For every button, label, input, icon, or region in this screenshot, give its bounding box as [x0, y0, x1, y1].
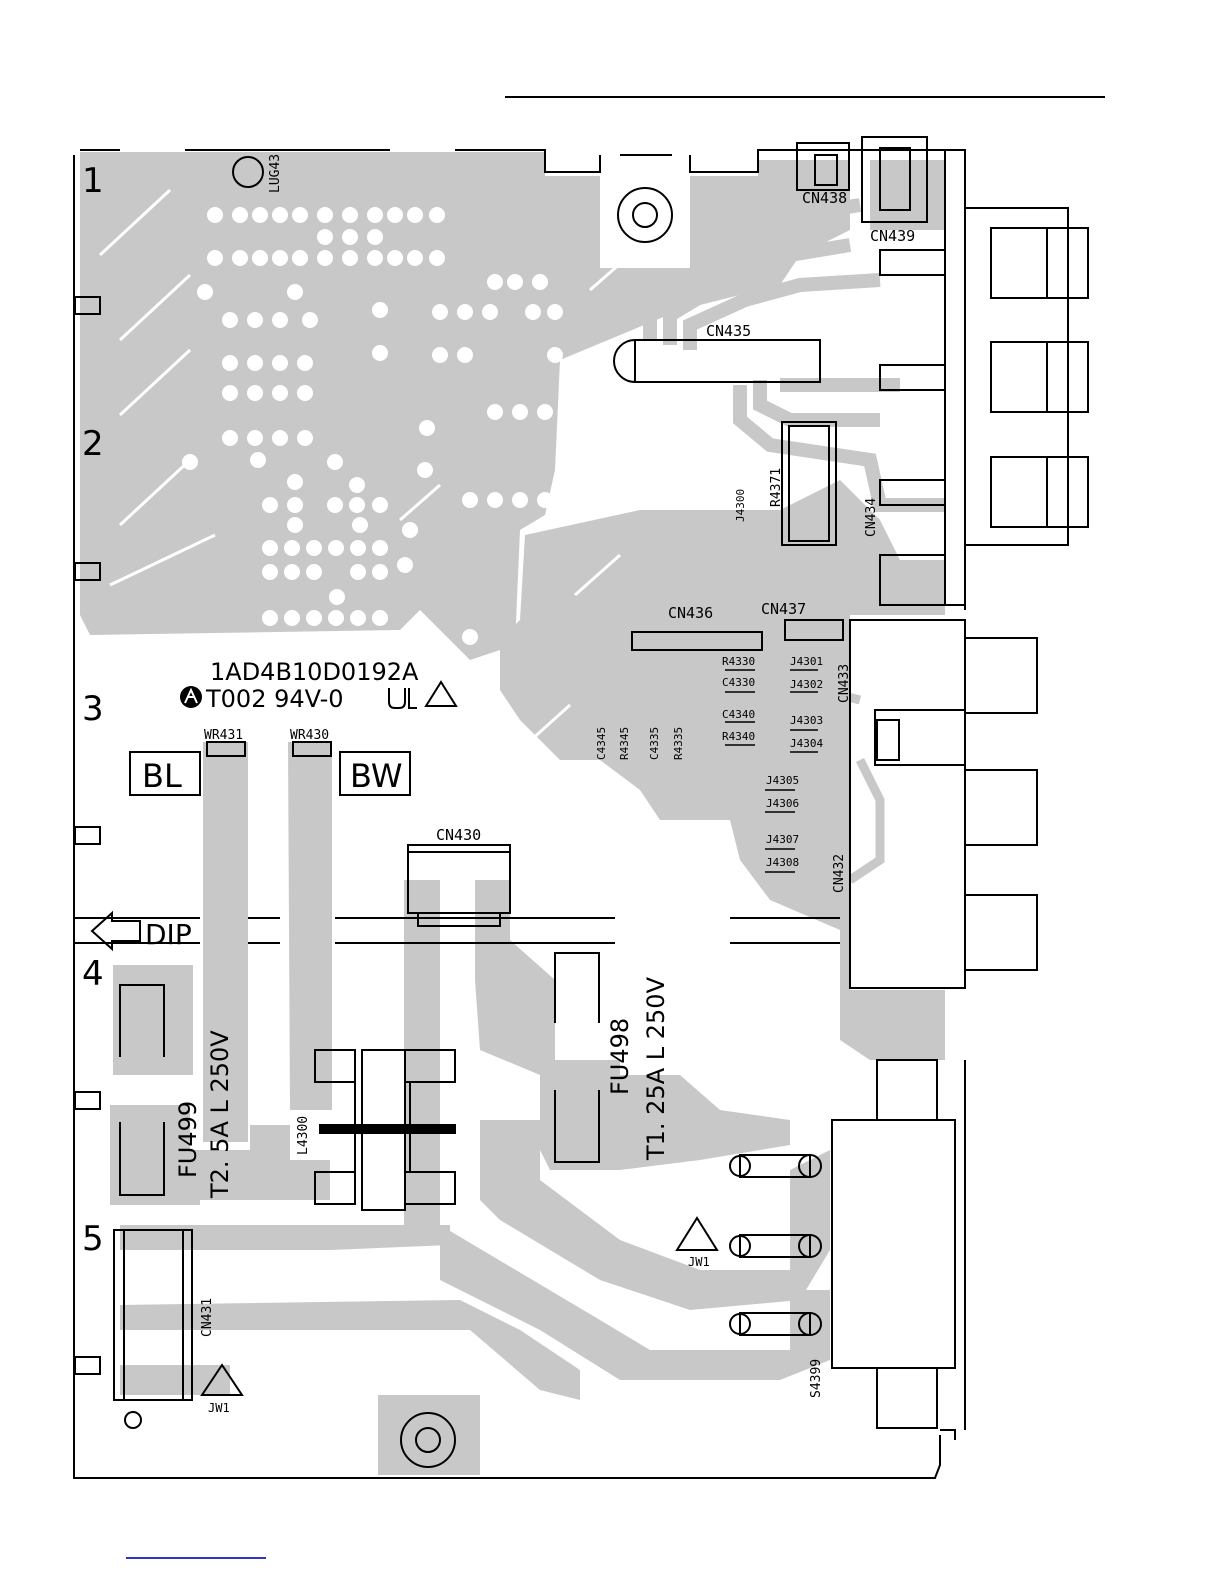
ref-r4335: R4335	[672, 727, 685, 760]
copper-cn439-region	[870, 160, 945, 230]
ref-j4306: J4306	[766, 797, 799, 810]
ref-r4345: R4345	[618, 727, 631, 760]
ref-l4300: L4300	[296, 1116, 311, 1155]
grid-row-4: 4	[82, 954, 104, 994]
copper-bottom-mount-pour	[378, 1395, 480, 1475]
ref-jw1-top: JW1	[688, 1255, 710, 1269]
copper-right-vertical-pour	[840, 990, 945, 1060]
recycle-logo-icon	[180, 686, 202, 708]
rating-line: T002 94V-0	[205, 685, 344, 713]
ref-c4340: C4340	[722, 708, 755, 721]
ref-j4300: J4300	[734, 489, 747, 522]
dip-label: DIP	[145, 918, 192, 951]
ref-j4304: J4304	[790, 737, 823, 750]
ref-c4345: C4345	[595, 727, 608, 760]
ref-cn435: CN435	[706, 322, 751, 340]
ref-cn436: CN436	[668, 604, 713, 622]
jw1-triangle-top	[677, 1218, 717, 1250]
copper-cn431-trace-upper	[120, 1225, 450, 1250]
ref-cn430: CN430	[436, 826, 481, 844]
cn435-outline	[635, 340, 820, 382]
fu498-outline-upper	[555, 953, 599, 1023]
ref-cn431: CN431	[200, 1298, 215, 1337]
connector-column-lower	[850, 620, 965, 988]
copper-cn430-col-left	[404, 880, 440, 1230]
connector-column-top	[945, 150, 965, 605]
ref-c4330: C4330	[722, 676, 755, 689]
ref-cn437: CN437	[761, 600, 806, 618]
ul-mark-icon	[389, 688, 417, 708]
bl-label: BL	[142, 757, 182, 795]
ref-r4371: R4371	[769, 468, 784, 507]
small-circle-mark	[125, 1412, 141, 1428]
ref-j4307: J4307	[766, 833, 799, 846]
ref-r4330: R4330	[722, 655, 755, 668]
ref-lug43: LUG43	[268, 154, 283, 193]
bw-label: BW	[350, 757, 402, 795]
ref-c4335: C4335	[648, 727, 661, 760]
caution-triangle-icon	[426, 682, 456, 706]
grid-row-1: 1	[82, 161, 104, 201]
s4399-outline	[832, 1120, 955, 1368]
fu498-ref: FU498	[606, 1018, 634, 1095]
fu499-rating: T2. 5A L 250V	[206, 1030, 234, 1199]
ref-j4308: J4308	[766, 856, 799, 869]
ref-j4302: J4302	[790, 678, 823, 691]
board-code: 1AD4B10D0192A	[210, 658, 419, 686]
ref-s4399: S4399	[809, 1359, 824, 1398]
ref-wr431: WR431	[204, 728, 243, 743]
fu499-ref: FU499	[174, 1101, 202, 1178]
grid-row-2: 2	[82, 424, 104, 464]
ref-j4303: J4303	[790, 714, 823, 727]
copper-strip-wr430	[288, 742, 332, 1110]
copper-fu499-upper	[113, 965, 193, 1075]
grid-row-3: 3	[82, 689, 104, 729]
ref-cn434: CN434	[864, 498, 879, 537]
ref-cn432: CN432	[832, 854, 847, 893]
mount-hole-top	[618, 188, 672, 242]
copper-cn431-trace-lower	[120, 1365, 230, 1395]
ref-jw1-bottom: JW1	[208, 1401, 230, 1415]
grid-row-5: 5	[82, 1219, 104, 1259]
ref-wr430: WR430	[290, 728, 329, 743]
fu498-rating: T1. 25A L 250V	[642, 976, 670, 1161]
ref-r4340: R4340	[722, 730, 755, 743]
ref-cn439: CN439	[870, 227, 915, 245]
ref-j4305: J4305	[766, 774, 799, 787]
copper-layer	[80, 152, 945, 1475]
ref-j4301: J4301	[790, 655, 823, 668]
ref-cn433: CN433	[837, 664, 852, 703]
ref-cn438: CN438	[802, 189, 847, 207]
